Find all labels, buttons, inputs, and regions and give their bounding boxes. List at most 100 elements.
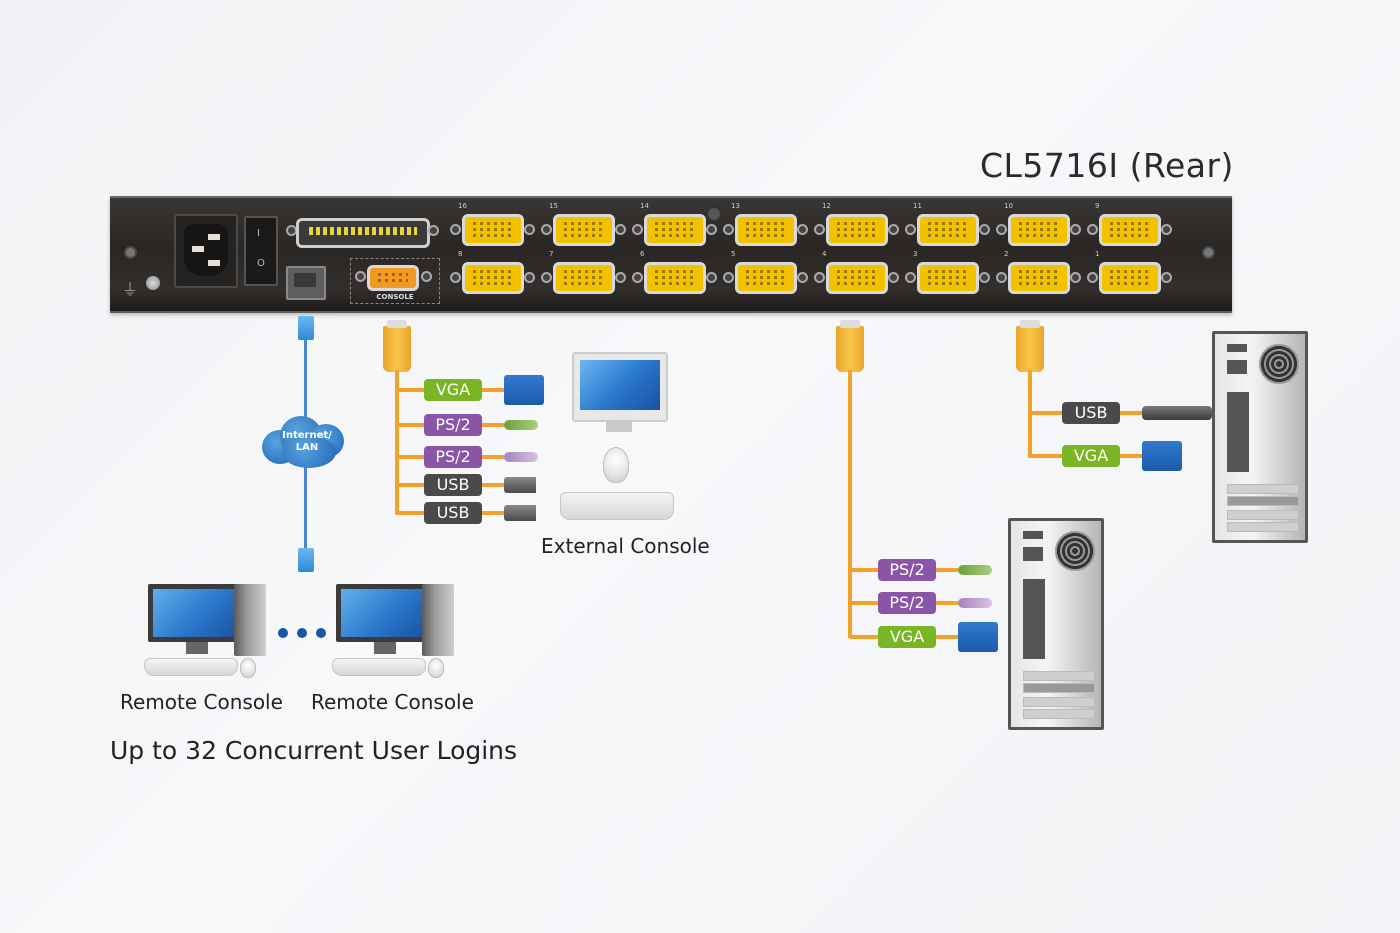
internet-lan-cloud: Internet/ LAN [262, 412, 352, 470]
port-screw [888, 272, 899, 283]
ps2-cable-tag: PS/2 [878, 592, 936, 614]
diagram-title: CL5716I (Rear) [980, 146, 1234, 185]
vga-plug [958, 622, 998, 652]
power-switch[interactable]: I O [244, 216, 278, 286]
ground-screw [146, 276, 160, 290]
port-screw [1161, 224, 1172, 235]
usb-cable-tag: USB [1062, 402, 1120, 424]
port-number-label: 15 [549, 202, 558, 210]
port-screw [996, 272, 1007, 283]
lan-plug-bottom [298, 548, 314, 572]
ps2-cable-tag: PS/2 [878, 559, 936, 581]
port-screw [524, 272, 535, 283]
db37-screw-right [428, 225, 439, 236]
kvm-port-7 [553, 262, 615, 294]
kvm-port-2 [1008, 262, 1070, 294]
concurrent-logins-caption: Up to 32 Concurrent User Logins [110, 736, 518, 765]
lan-plug-top [298, 316, 314, 340]
remote-monitor-2 [336, 584, 434, 642]
ps2-cable-tag: PS/2 [424, 414, 482, 436]
console-port-label: CONSOLE [376, 293, 414, 301]
more-consoles-ellipsis [278, 623, 335, 642]
lan-port [286, 266, 326, 300]
port-screw [615, 224, 626, 235]
console-cable-trunk [395, 370, 399, 515]
usb-plug [1142, 406, 1212, 420]
port-number-label: 9 [1095, 202, 1100, 210]
port-screw [814, 272, 825, 283]
usb-cable-tag: USB [424, 474, 482, 496]
port-screw [814, 224, 825, 235]
kvm-port-13 [735, 214, 797, 246]
port-screw [723, 224, 734, 235]
port-number-label: 1 [1095, 250, 1100, 258]
port-screw [541, 272, 552, 283]
panel-screw-left [124, 246, 137, 259]
kvm-port-8 [462, 262, 524, 294]
port-screw [706, 272, 717, 283]
console-port [367, 265, 419, 291]
port-number-label: 16 [458, 202, 467, 210]
external-keyboard [560, 492, 674, 520]
port-screw [797, 224, 808, 235]
port-number-label: 5 [731, 250, 736, 258]
power-inlet [174, 214, 238, 288]
port-screw [979, 272, 990, 283]
vga-cable-tag: VGA [1062, 445, 1120, 467]
daisy-chain-port [296, 218, 430, 248]
kvm-port-15 [553, 214, 615, 246]
port-number-label: 14 [640, 202, 649, 210]
cloud-label-line1: Internet/ [282, 430, 332, 441]
ps2-plug [504, 420, 538, 430]
kvm-port-9 [1099, 214, 1161, 246]
ps2-plug [504, 452, 538, 462]
kvm-port-16 [462, 214, 524, 246]
remote-mouse-1 [240, 658, 256, 678]
external-mouse [603, 447, 629, 483]
port-screw [524, 224, 535, 235]
remote-tower-1 [234, 584, 266, 656]
fan-icon [1055, 531, 1095, 571]
remote-monitor-1 [148, 584, 246, 642]
vga-plug [504, 375, 544, 405]
computer1-cable-plug [836, 320, 864, 372]
port-number-label: 13 [731, 202, 740, 210]
external-monitor [572, 352, 668, 422]
port-number-label: 12 [822, 202, 831, 210]
port-number-label: 10 [1004, 202, 1013, 210]
ps2-plug [958, 598, 992, 608]
console-cable-plug [383, 320, 411, 372]
port-screw [1087, 224, 1098, 235]
port-screw [1070, 272, 1081, 283]
port-screw [905, 272, 916, 283]
kvm-port-10 [1008, 214, 1070, 246]
computer2-tower [1212, 331, 1308, 543]
port-number-label: 7 [549, 250, 554, 258]
vga-cable-tag: VGA [878, 626, 936, 648]
port-screw [905, 224, 916, 235]
port-screw [723, 272, 734, 283]
usb-cable-tag: USB [424, 502, 482, 524]
port-number-label: 8 [458, 250, 463, 258]
port-screw [450, 224, 461, 235]
external-console-label: External Console [541, 534, 710, 558]
kvm-port-3 [917, 262, 979, 294]
ground-icon: ⏚ [122, 280, 139, 299]
port-screw [1161, 272, 1172, 283]
console-port-area: CONSOLE [350, 258, 440, 304]
kvm-port-12 [826, 214, 888, 246]
port-number-label: 3 [913, 250, 918, 258]
kvm-port-5 [735, 262, 797, 294]
remote-mouse-2 [428, 658, 444, 678]
port-number-label: 11 [913, 202, 922, 210]
remote-keyboard-2 [332, 658, 426, 676]
usb-plug [504, 477, 536, 493]
remote-tower-2 [422, 584, 454, 656]
remote-console-label-2: Remote Console [311, 690, 474, 714]
cloud-label-line2: LAN [295, 442, 319, 453]
port-screw [1070, 224, 1081, 235]
remote-console-label-1: Remote Console [120, 690, 283, 714]
usb-plug [504, 505, 536, 521]
kvm-port-6 [644, 262, 706, 294]
